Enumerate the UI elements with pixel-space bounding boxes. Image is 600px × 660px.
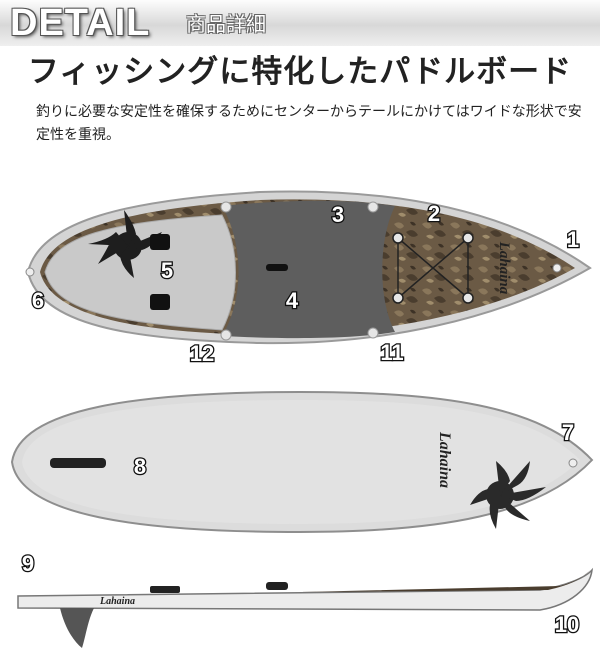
brand-logo-bottom: Lahaina [436,431,453,488]
bungee-cords [392,232,474,304]
sun-logo-top [88,210,162,278]
callout-4: 4 [286,288,299,313]
d-ring [367,327,379,339]
callout-3: 3 [332,202,344,227]
callout-11: 11 [380,340,403,365]
d-ring [220,201,232,213]
callout-numbers: 1 2 3 4 5 6 7 8 9 10 11 12 [21,200,581,639]
headline: フィッシングに特化したパドルボード [27,54,573,90]
tail-ring [25,267,35,277]
callout-7: 7 [562,420,574,445]
board-bottom-view: Lahaina [10,390,594,534]
deck-handle-b [150,294,170,310]
callout-12: 12 [190,341,214,366]
callout-6: 6 [32,288,44,313]
callout-2: 2 [428,201,440,226]
board-top-view: Lahaina [25,190,592,345]
d-ring [367,201,379,213]
header-title-en: DETAIL [10,2,151,44]
d-ring [220,329,232,341]
callout-8: 8 [134,454,146,479]
valve [552,263,562,273]
callout-10: 10 [555,612,579,637]
callout-1: 1 [567,227,579,252]
deck-handle-a [150,234,170,250]
valve [568,458,578,468]
brand-logo-side: Lahaina [99,596,135,607]
center-handle [266,264,288,271]
header-banner: DETAIL 商品詳細 [0,0,600,46]
description: 釣りに必要な安定性を確保するためにセンターからテールにかけてはワイドな形状で安定… [36,104,582,143]
callout-9: 9 [22,551,34,576]
brand-logo-top: Lahaina [496,241,512,295]
callout-5: 5 [161,258,173,283]
board-side-view: Lahaina [17,567,594,648]
sun-logo-bottom [470,461,546,529]
side-handle [150,586,180,593]
fin [60,608,94,648]
fin-box [50,458,106,468]
side-handle [266,582,288,590]
header-title-jp: 商品詳細 [186,12,266,36]
